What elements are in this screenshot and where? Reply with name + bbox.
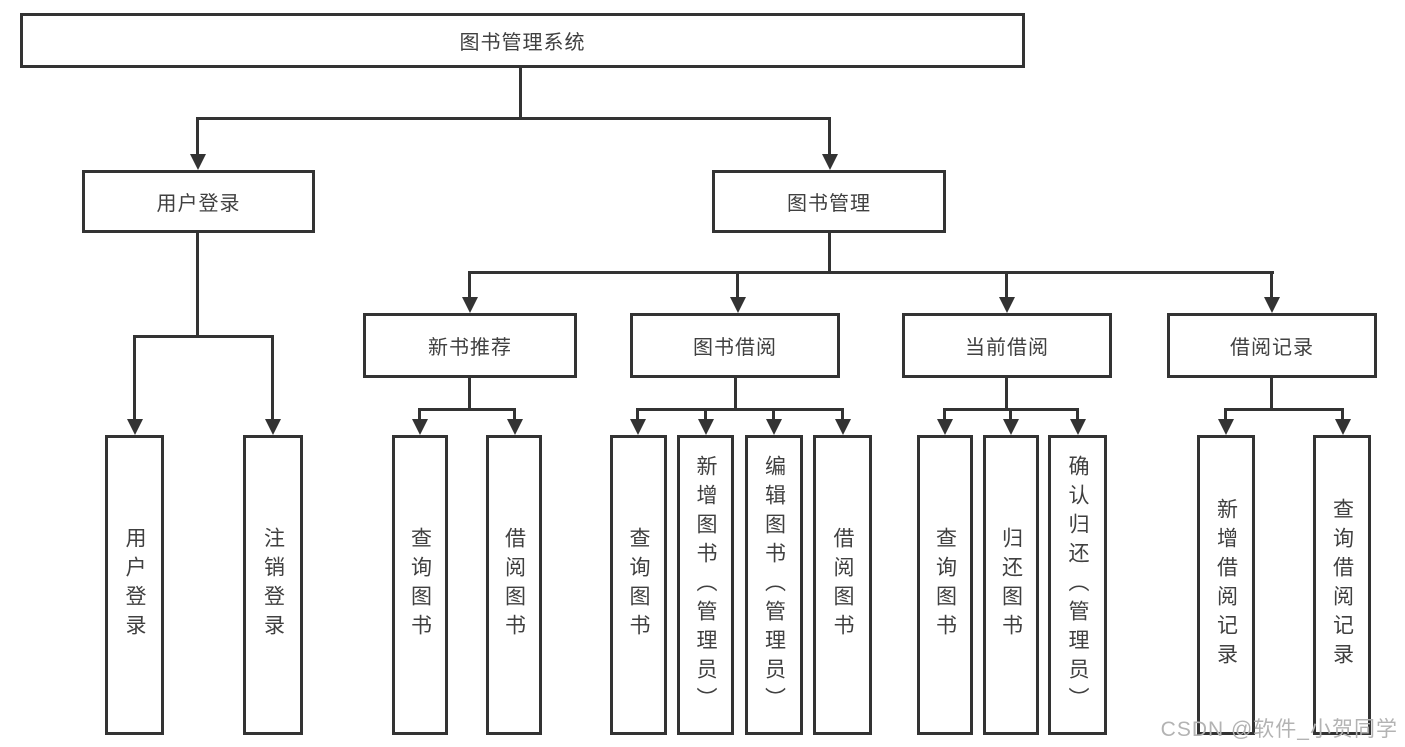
arrow-down-icon: [1218, 419, 1234, 435]
node-label: 编辑图书（管理员）: [762, 454, 786, 716]
leaf-query-borrow-record: 查询借阅记录: [1313, 435, 1371, 735]
leaf-logout: 注销登录: [243, 435, 303, 735]
node-user-login-group: 用户登录: [82, 170, 315, 233]
node-new-book-recommend: 新书推荐: [363, 313, 577, 378]
node-label: 借阅记录: [1230, 337, 1314, 359]
connector-book-mgmt-stem: [828, 233, 831, 271]
connector-drop: [1224, 408, 1227, 419]
node-label: 查询图书: [408, 527, 432, 643]
leaf-confirm-return-admin: 确认归还（管理员）: [1048, 435, 1107, 735]
node-label: 图书管理系统: [459, 32, 586, 54]
connector-drop: [1009, 408, 1012, 419]
arrow-down-icon: [822, 154, 838, 170]
connector-root-bar: [196, 117, 831, 120]
connector-book-borrow-bar: [636, 408, 844, 411]
node-label: 查询图书: [627, 527, 650, 643]
connector-drop-book-borrow: [736, 271, 739, 297]
node-label: 用户登录: [123, 527, 146, 643]
connector-drop: [841, 408, 844, 419]
node-label: 借阅图书: [831, 527, 854, 643]
connector-drop: [636, 408, 639, 419]
connector-book-borrow-stem: [734, 378, 737, 408]
node-label: 图书管理: [787, 193, 871, 215]
node-borrowing-records: 借阅记录: [1167, 313, 1377, 378]
leaf-query-books-borrowing: 查询图书: [610, 435, 667, 735]
node-label: 查询图书: [933, 527, 957, 643]
connector-drop: [943, 408, 946, 419]
connector-book-mgmt-bar: [468, 271, 1274, 274]
arrow-down-icon: [507, 419, 523, 435]
arrow-down-icon: [730, 297, 746, 313]
connector-drop-leaf-logout: [271, 335, 274, 419]
node-label: 当前借阅: [965, 337, 1049, 359]
arrow-down-icon: [190, 154, 206, 170]
arrow-down-icon: [412, 419, 428, 435]
node-label: 注销登录: [261, 527, 285, 643]
connector-drop: [1076, 408, 1079, 419]
leaf-borrow-books-borrowing: 借阅图书: [813, 435, 872, 735]
connector-drop: [418, 408, 421, 419]
node-label: 借阅图书: [502, 527, 526, 643]
connector-drop-current-borrow: [1005, 271, 1008, 297]
arrow-down-icon: [127, 419, 143, 435]
connector-new-book-bar: [418, 408, 516, 411]
leaf-user-login: 用户登录: [105, 435, 164, 735]
node-label: 新增图书（管理员）: [694, 454, 717, 716]
connector-drop-leaf-user-login: [133, 335, 136, 419]
node-label: 新书推荐: [428, 337, 512, 359]
connector-borrow-records-stem: [1270, 378, 1273, 408]
leaf-query-books-recommend: 查询图书: [392, 435, 448, 735]
node-label: 用户登录: [156, 193, 241, 215]
node-label: 图书借阅: [693, 337, 777, 359]
node-book-borrowing: 图书借阅: [630, 313, 840, 378]
connector-drop: [1341, 408, 1344, 419]
leaf-return-book: 归还图书: [983, 435, 1039, 735]
arrow-down-icon: [630, 419, 646, 435]
arrow-down-icon: [937, 419, 953, 435]
node-label: 查询借阅记录: [1330, 498, 1354, 672]
node-current-borrowing: 当前借阅: [902, 313, 1112, 378]
node-label: 新增借阅记录: [1214, 498, 1238, 672]
connector-drop: [513, 408, 516, 419]
leaf-query-books-current: 查询图书: [917, 435, 973, 735]
node-label: 归还图书: [999, 527, 1023, 643]
arrow-down-icon: [1335, 419, 1351, 435]
connector-new-book-stem: [468, 378, 471, 408]
arrow-down-icon: [1070, 419, 1086, 435]
connector-drop-user-login: [196, 117, 199, 155]
leaf-add-book-admin: 新增图书（管理员）: [677, 435, 734, 735]
node-library-management-system: 图书管理系统: [20, 13, 1025, 68]
arrow-down-icon: [999, 297, 1015, 313]
arrow-down-icon: [265, 419, 281, 435]
arrow-down-icon: [698, 419, 714, 435]
connector-drop-borrow-records: [1270, 271, 1273, 297]
connector-drop: [772, 408, 775, 419]
leaf-add-borrow-record: 新增借阅记录: [1197, 435, 1255, 735]
connector-user-login-stem: [196, 233, 199, 335]
arrow-down-icon: [766, 419, 782, 435]
connector-drop: [704, 408, 707, 419]
arrow-down-icon: [1003, 419, 1019, 435]
connector-drop-book-management: [828, 117, 831, 155]
connector-user-login-bar: [133, 335, 274, 338]
arrow-down-icon: [462, 297, 478, 313]
node-book-management: 图书管理: [712, 170, 946, 233]
connector-current-borrow-stem: [1005, 378, 1008, 408]
leaf-edit-book-admin: 编辑图书（管理员）: [745, 435, 803, 735]
arrow-down-icon: [835, 419, 851, 435]
leaf-borrow-books-recommend: 借阅图书: [486, 435, 542, 735]
connector-drop-new-book: [468, 271, 471, 297]
connector-borrow-records-bar: [1224, 408, 1344, 411]
arrow-down-icon: [1264, 297, 1280, 313]
node-label: 确认归还（管理员）: [1066, 454, 1089, 716]
csdn-watermark: CSDN @软件_小贺同学: [1160, 718, 1398, 741]
connector-root-stem: [519, 68, 522, 117]
